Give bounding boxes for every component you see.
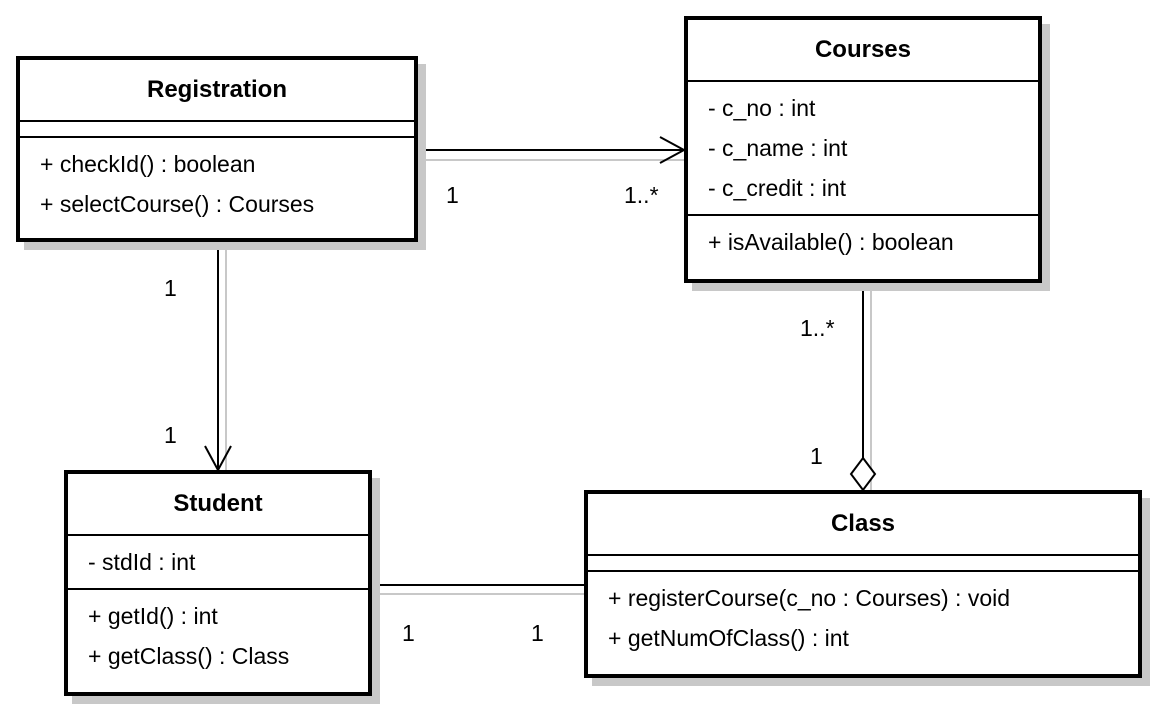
attribute: - c_name : int bbox=[708, 135, 848, 161]
class-class[interactable]: Class + registerCourse(c_no : Courses) :… bbox=[584, 490, 1142, 678]
multiplicity-registration-courses-target: 1..* bbox=[624, 182, 659, 208]
class-courses[interactable]: Courses - c_no : int - c_name : int - c_… bbox=[684, 16, 1042, 283]
operations-compartment: + checkId() : boolean + selectCourse() :… bbox=[20, 138, 414, 230]
class-student[interactable]: Student - stdId : int + getId() : int + … bbox=[64, 470, 372, 696]
attribute: - c_no : int bbox=[708, 95, 816, 121]
attributes-compartment bbox=[20, 122, 414, 138]
class-name: Registration bbox=[20, 60, 414, 122]
multiplicity-registration-student-target: 1 bbox=[164, 422, 177, 448]
attributes-compartment: - c_no : int - c_name : int - c_credit :… bbox=[688, 82, 1038, 216]
operation: + registerCourse(c_no : Courses) : void bbox=[608, 585, 1011, 611]
attributes-compartment: - stdId : int bbox=[68, 536, 368, 590]
multiplicity-student-class-target: 1 bbox=[531, 620, 544, 646]
attribute: - c_credit : int bbox=[708, 175, 847, 201]
operation: + checkId() : boolean bbox=[40, 151, 256, 177]
class-name: Class bbox=[588, 494, 1138, 556]
operation: + getClass() : Class bbox=[88, 643, 290, 669]
attribute: - stdId : int bbox=[88, 549, 196, 575]
multiplicity-registration-student-source: 1 bbox=[164, 275, 177, 301]
multiplicity-student-class-source: 1 bbox=[402, 620, 415, 646]
multiplicity-registration-courses-source: 1 bbox=[446, 182, 459, 208]
association-registration-student bbox=[204, 242, 232, 473]
class-name: Courses bbox=[688, 20, 1038, 82]
attributes-compartment bbox=[588, 556, 1138, 572]
operations-compartment: + getId() : int + getClass() : Class bbox=[68, 590, 368, 682]
operation: + selectCourse() : Courses bbox=[40, 191, 315, 217]
multiplicity-courses-class-target: 1 bbox=[810, 443, 823, 469]
class-name: Student bbox=[68, 474, 368, 536]
operations-compartment: + registerCourse(c_no : Courses) : void … bbox=[588, 572, 1138, 664]
operations-compartment: + isAvailable() : boolean bbox=[688, 216, 1038, 268]
operation: + getNumOfClass() : int bbox=[608, 625, 849, 651]
class-registration[interactable]: Registration + checkId() : boolean + sel… bbox=[16, 56, 418, 242]
operation: + getId() : int bbox=[88, 603, 218, 629]
operation: + isAvailable() : boolean bbox=[708, 229, 954, 255]
multiplicity-courses-class-source: 1..* bbox=[800, 315, 835, 341]
